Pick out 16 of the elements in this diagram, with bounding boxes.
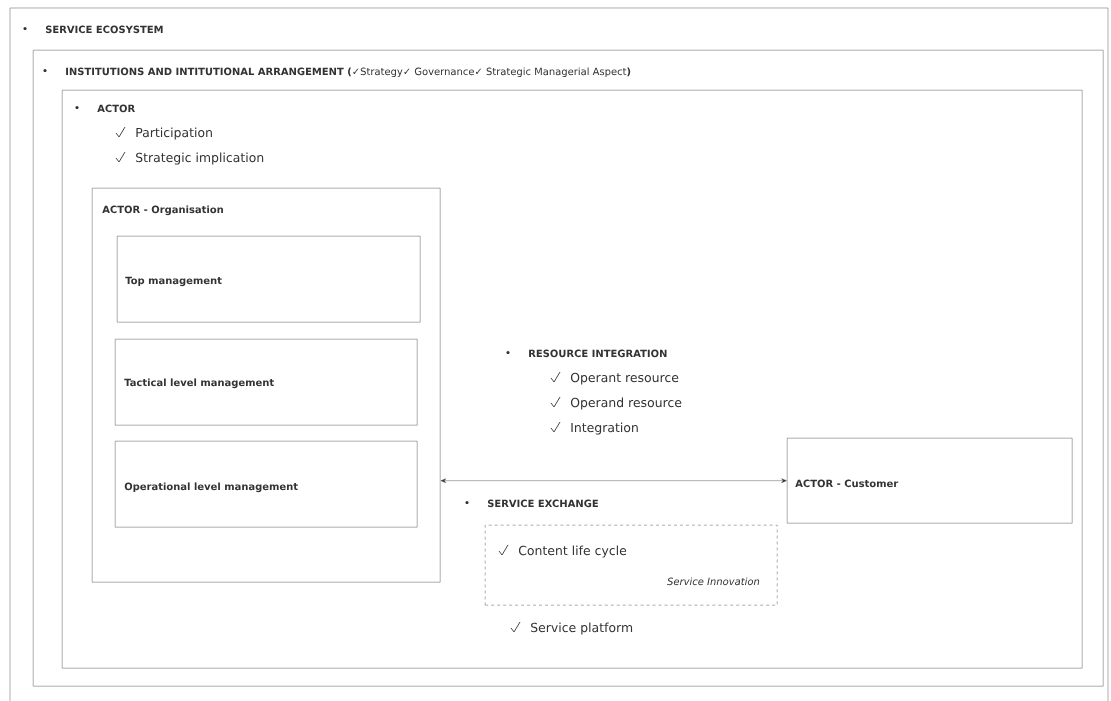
checklist-item: Participation <box>115 126 212 140</box>
customer-box: ACTOR - Customer <box>787 438 1073 524</box>
checklist-item: Operand resource <box>550 396 682 410</box>
section-heading: SERVICE EXCHANGE <box>465 499 598 508</box>
checklist-item: Operant resource <box>550 371 679 385</box>
management-box: Top management <box>117 236 421 323</box>
checklist-item: Integration <box>550 421 638 435</box>
section-heading: RESOURCE INTEGRATION <box>506 349 667 358</box>
management-box: Operational level management <box>115 441 418 528</box>
checklist-item: Strategic implication <box>115 151 264 165</box>
arrow <box>440 478 787 483</box>
node-label: SERVICE ECOSYSTEM <box>45 25 163 34</box>
italic-note: Service Innovation <box>667 577 760 586</box>
management-box: Tactical level management <box>115 339 418 426</box>
checklist-item: Service platform <box>510 621 633 635</box>
checklist-item: Content life cycle <box>498 544 627 558</box>
